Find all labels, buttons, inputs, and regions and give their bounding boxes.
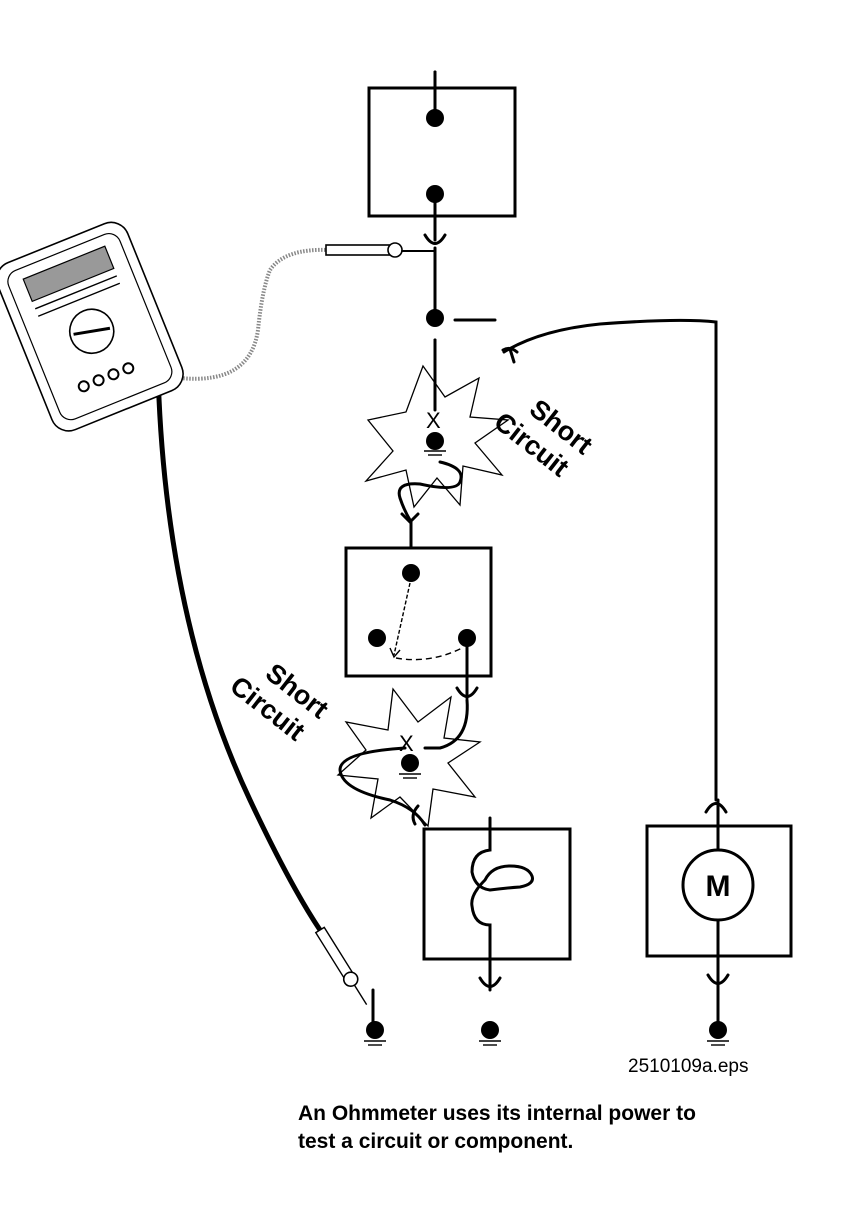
red-probe-icon [325,242,436,258]
top-terminal-upper [426,109,444,127]
meter-jack-icon [107,368,120,381]
lamp-box [422,827,572,961]
red-test-lead [179,242,436,381]
top-component-box [367,86,517,218]
motor-branch-wire [502,318,718,802]
switch-terminal-left [368,629,386,647]
connector-icon [455,686,479,698]
switch-box [344,546,493,678]
ground-dot [366,1021,384,1039]
upper-short-circuit: X Short Circuit [364,338,598,525]
connector-icon [423,233,447,245]
switch-travel-arc [395,647,463,661]
black-probe-icon [314,926,368,1005]
caption-line-2: test a circuit or component. [298,1130,574,1153]
top-component [367,70,517,320]
black-lead-wire [155,371,323,932]
black-test-lead [155,371,386,1046]
motor-symbol: M [706,870,731,903]
short-loop-wire [338,746,427,827]
switch-component [344,520,493,700]
switch-common-terminal [402,564,420,582]
short-mark-upper: X [426,408,441,433]
ground-dot [709,1021,727,1039]
meter-jack-icon [92,374,105,387]
short-wire-right [423,698,469,750]
splice-dot [426,309,444,327]
switch-blade [393,582,411,656]
meter-display [22,245,115,303]
connector-icon [411,804,420,826]
ground-dot [401,754,419,772]
ground-dot [481,1021,499,1039]
meter-jack-icon [122,362,135,375]
lamp-filament-icon [470,816,534,992]
caption-line-1: An Ohmmeter uses its internal power to [298,1102,696,1125]
connector-icon [706,973,730,985]
connector-icon [501,346,519,364]
ground-dot [426,432,444,450]
caption: An Ohmmeter uses its internal power to t… [298,1100,838,1156]
lamp-component [422,816,572,1046]
connector-icon [704,802,728,814]
connector-icon [478,976,502,988]
meter-jack-icon [77,380,90,393]
ohmmeter-device [0,221,184,432]
short-mark-lower: X [399,731,414,756]
short-loop-wire [397,460,463,522]
switch-terminal-right [458,629,476,647]
file-reference: 2510109a.eps [628,1056,749,1077]
motor-component: M [645,798,793,1046]
red-lead-wire [179,247,331,381]
